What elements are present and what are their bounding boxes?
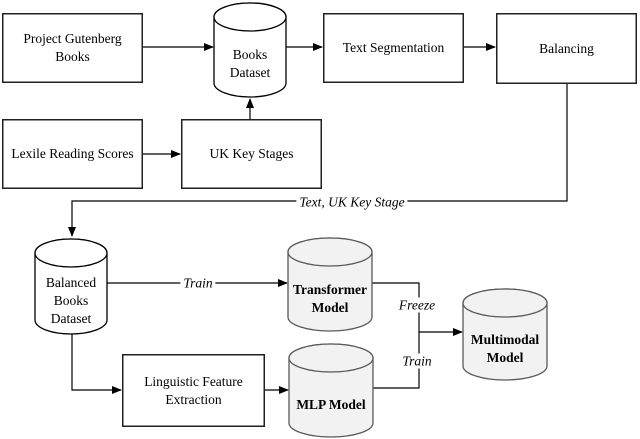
node-shape-linguistic-feature-extraction [122, 354, 265, 427]
node-shape-top-mlp-model [288, 343, 374, 373]
edge-models-junction-line [372, 282, 420, 389]
node-shape-project-gutenberg-books [2, 13, 143, 83]
node-shape-top-transformer-model [287, 237, 373, 267]
node-shape-top-books-dataset [213, 2, 287, 32]
node-shape-text-segmentation [323, 13, 464, 83]
edge-balanced-dataset-to-feature-extraction [71, 334, 122, 394]
node-shape-top-multimodal-model [462, 288, 548, 318]
node-shape-balancing [496, 13, 637, 84]
node-shape-lexile-reading-scores [2, 119, 143, 189]
node-shape-uk-key-stages [181, 119, 322, 189]
node-shape-top-balanced-books-dataset [34, 238, 108, 268]
